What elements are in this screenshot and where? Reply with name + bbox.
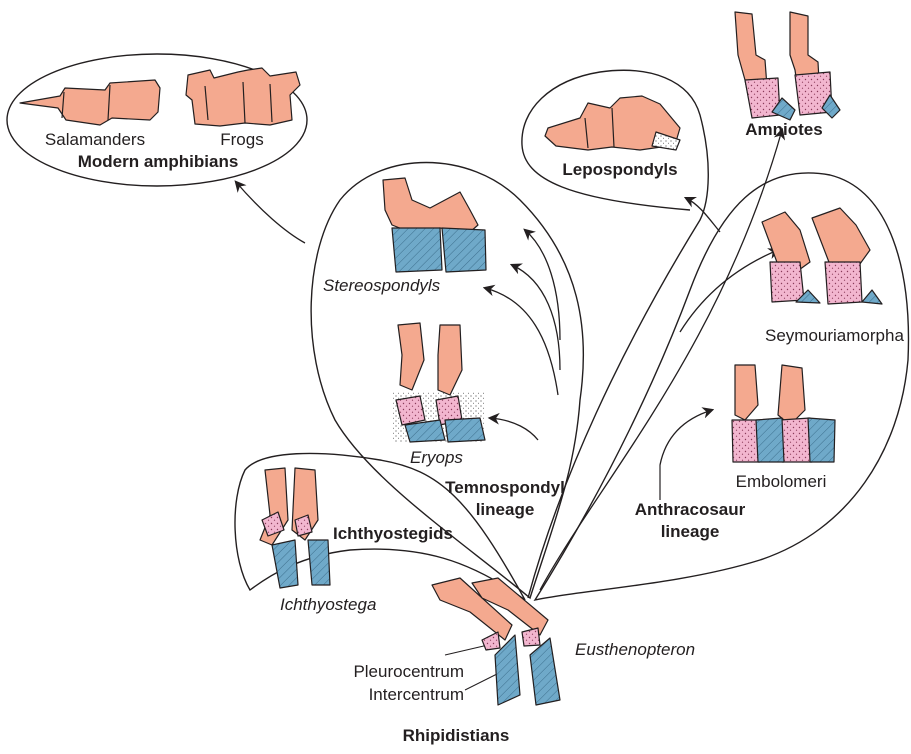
eryops-label: Eryops [410,448,463,468]
seymouriamorpha-vertebrae-illustration [762,208,882,304]
lepospondyls-label: Lepospondyls [562,160,677,180]
anthracosaur-lineage-label: lineage [661,522,720,542]
arrow-to-eryops [490,418,538,440]
frog-vertebrae-illustration [186,68,300,126]
pleurocentrum-label: Pleurocentrum [353,662,464,682]
temnospondyl-lineage-label: lineage [476,500,535,520]
anthracosaur-label: Anthracosaur [635,500,746,520]
stereospondyls-label: Stereospondyls [323,276,440,296]
rhipidistians-label: Rhipidistians [403,726,510,746]
salamanders-label: Salamanders [45,130,145,150]
pleurocentrum-pointer [445,645,488,655]
lepospondyl-vertebrae-illustration [545,96,680,150]
embolomeri-vertebrae-illustration [732,365,835,462]
temnospondyl-label: Temnospondyl [445,478,565,498]
embolomeri-label: Embolomeri [736,472,827,492]
salamander-vertebrae-illustration [20,80,160,125]
frogs-label: Frogs [220,130,263,150]
intercentrum-label: Intercentrum [369,685,464,705]
stereospondyl-vertebrae-illustration [383,178,486,272]
ichthyostegid-vertebrae-illustration [260,468,330,588]
arrow-to-amniotes [540,130,782,590]
eusthenopteron-label: Eusthenopteron [575,640,695,660]
ichthyostega-label: Ichthyostega [280,595,376,615]
arrow-to-embolomeri [660,410,712,465]
arrow-to-modern-amphibians [236,182,305,243]
eryops-vertebrae-illustration [392,323,485,442]
arrow-to-seymouriamorpha [680,250,778,332]
seymouriamorpha-label: Seymouriamorpha [765,326,904,346]
arrow-to-stereospondyls-1 [485,288,558,395]
arrow-to-lepospondyls [686,198,720,232]
amniote-vertebrae-illustration [735,12,840,120]
ichthyostegids-label: Ichthyostegids [333,524,453,544]
modern-amphibians-label: Modern amphibians [78,152,239,172]
amniotes-label: Amniotes [745,120,822,140]
